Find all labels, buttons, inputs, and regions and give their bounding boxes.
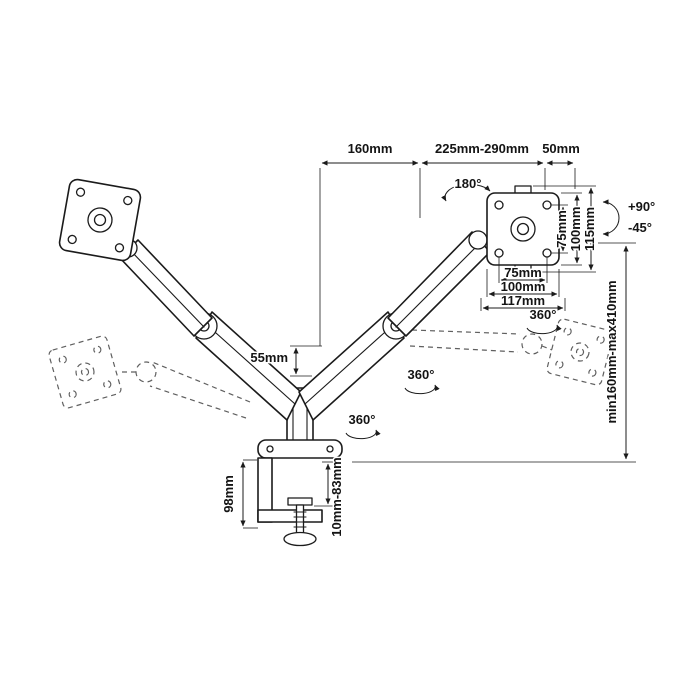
height-range-label: min160mm-max410mm [604, 280, 619, 423]
dim-label-160mm: 160mm [348, 141, 393, 156]
ghost-arm-left [48, 335, 251, 419]
swivel-label-top-360: 360° [530, 307, 557, 322]
tilt-label-minus45: -45° [628, 220, 652, 235]
dim-label-225-290mm: 225mm-290mm [435, 141, 529, 156]
vesa-horiz-label-117mm: 117mm [501, 293, 545, 308]
vesa-plate-left [58, 178, 142, 262]
ghost-arm-right [409, 318, 614, 386]
dimension-lines [240, 160, 636, 529]
clamp-height-label-98mm: 98mm [221, 475, 236, 513]
clamp-knob [283, 531, 317, 547]
desk-clamp [257, 439, 343, 547]
swivel-label-bottom-360: 360° [349, 412, 376, 427]
swivel-label-mid-360: 360° [408, 367, 435, 382]
vesa-horiz-label-75mm: 75mm [504, 265, 542, 280]
clamp-opening-label: 10mm-83mm [329, 457, 344, 537]
vesa-vert-label-75mm: 75mm [554, 210, 569, 248]
dim-label-50mm: 50mm [542, 141, 580, 156]
mount-assembly [58, 178, 560, 547]
tilt-label-plus90: +90° [628, 199, 655, 214]
dim-label-55mm: 55mm [250, 350, 288, 365]
vesa-plate-right [486, 185, 560, 273]
vesa-horiz-label-100mm: 100mm [501, 279, 546, 294]
clamp-pad [287, 497, 313, 506]
clamp-screw [295, 504, 305, 534]
dimension-labels: 160mm 225mm-290mm 50mm 180° 75mm 100mm 1… [220, 140, 657, 539]
vesa-vert-label-100mm: 100mm [568, 207, 583, 252]
vesa-vert-label-115mm: 115mm [582, 207, 597, 251]
plate-joint-right [468, 230, 488, 250]
rotation-label-180deg: 180° [455, 176, 482, 191]
